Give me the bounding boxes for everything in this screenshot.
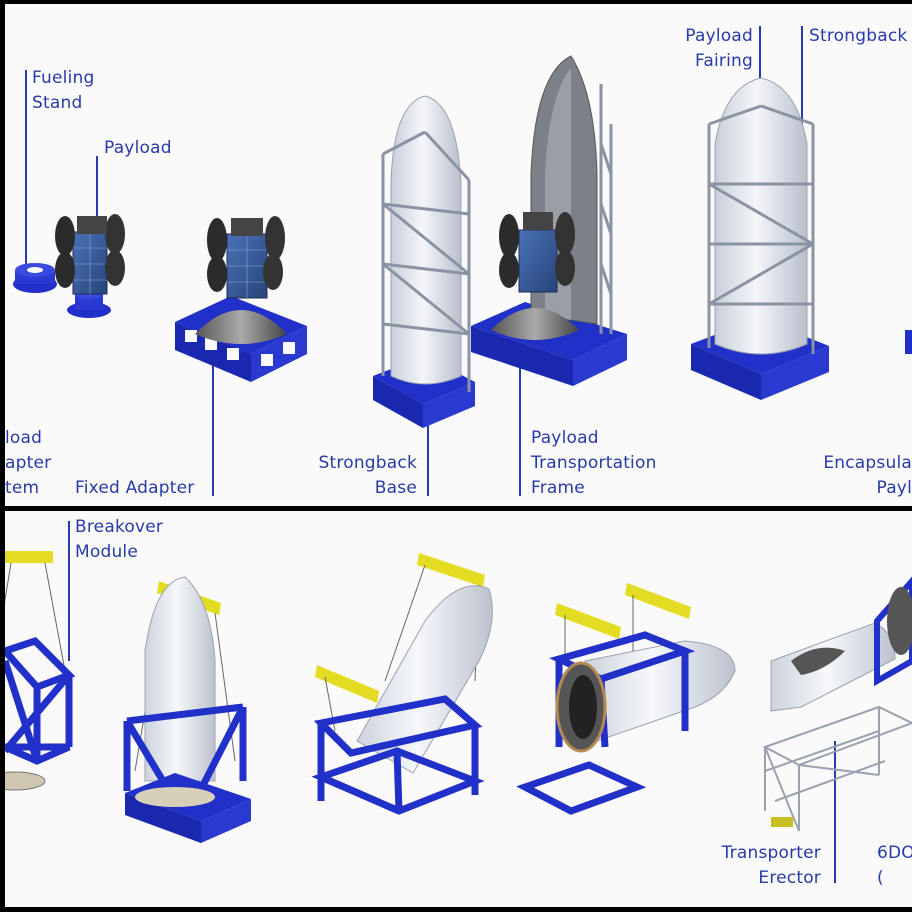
breakover-module-model	[5, 551, 76, 791]
label-fueling-stand: Fueling Stand	[32, 68, 95, 113]
top-panel: Fueling Stand Payload Payload Fairing St…	[5, 4, 912, 506]
fixed-adapter-model	[175, 216, 307, 382]
breakover-stage-vertical	[123, 576, 251, 843]
encapsulated-assembly-model	[691, 77, 912, 400]
label-transporter-erector: Transporter Erector	[721, 843, 821, 888]
label-six-dof: 6DO (	[877, 843, 912, 888]
fueling-stand-model	[13, 263, 57, 293]
leader-lines-bottom	[68, 521, 836, 883]
transport-frame-model	[471, 55, 627, 386]
bottom-illustration	[5, 521, 912, 883]
label-transport-frame: Payload Transportation Frame	[531, 428, 657, 498]
label-payload: Payload	[104, 138, 172, 158]
transporter-erector-model	[762, 576, 912, 832]
breakover-stage-horizontal	[516, 583, 736, 815]
label-strongback: Strongback	[809, 26, 908, 46]
payload-model	[55, 214, 125, 318]
label-encapsulated-payload: Encapsula Payl	[823, 453, 912, 498]
label-strongback-base: Strongback Base	[318, 453, 417, 498]
label-breakover-module: Breakover Module	[75, 517, 164, 562]
breakover-stage-tilting	[311, 553, 493, 815]
label-fixed-adapter: Fixed Adapter	[75, 478, 195, 498]
strongback-base-model	[373, 95, 475, 428]
label-adapter-system: load apter tem	[5, 428, 52, 498]
bottom-panel: Breakover Module Transporter Erector 6DO…	[5, 511, 912, 907]
label-payload-fairing: Payload Fairing	[685, 26, 753, 71]
top-illustration	[13, 26, 912, 496]
